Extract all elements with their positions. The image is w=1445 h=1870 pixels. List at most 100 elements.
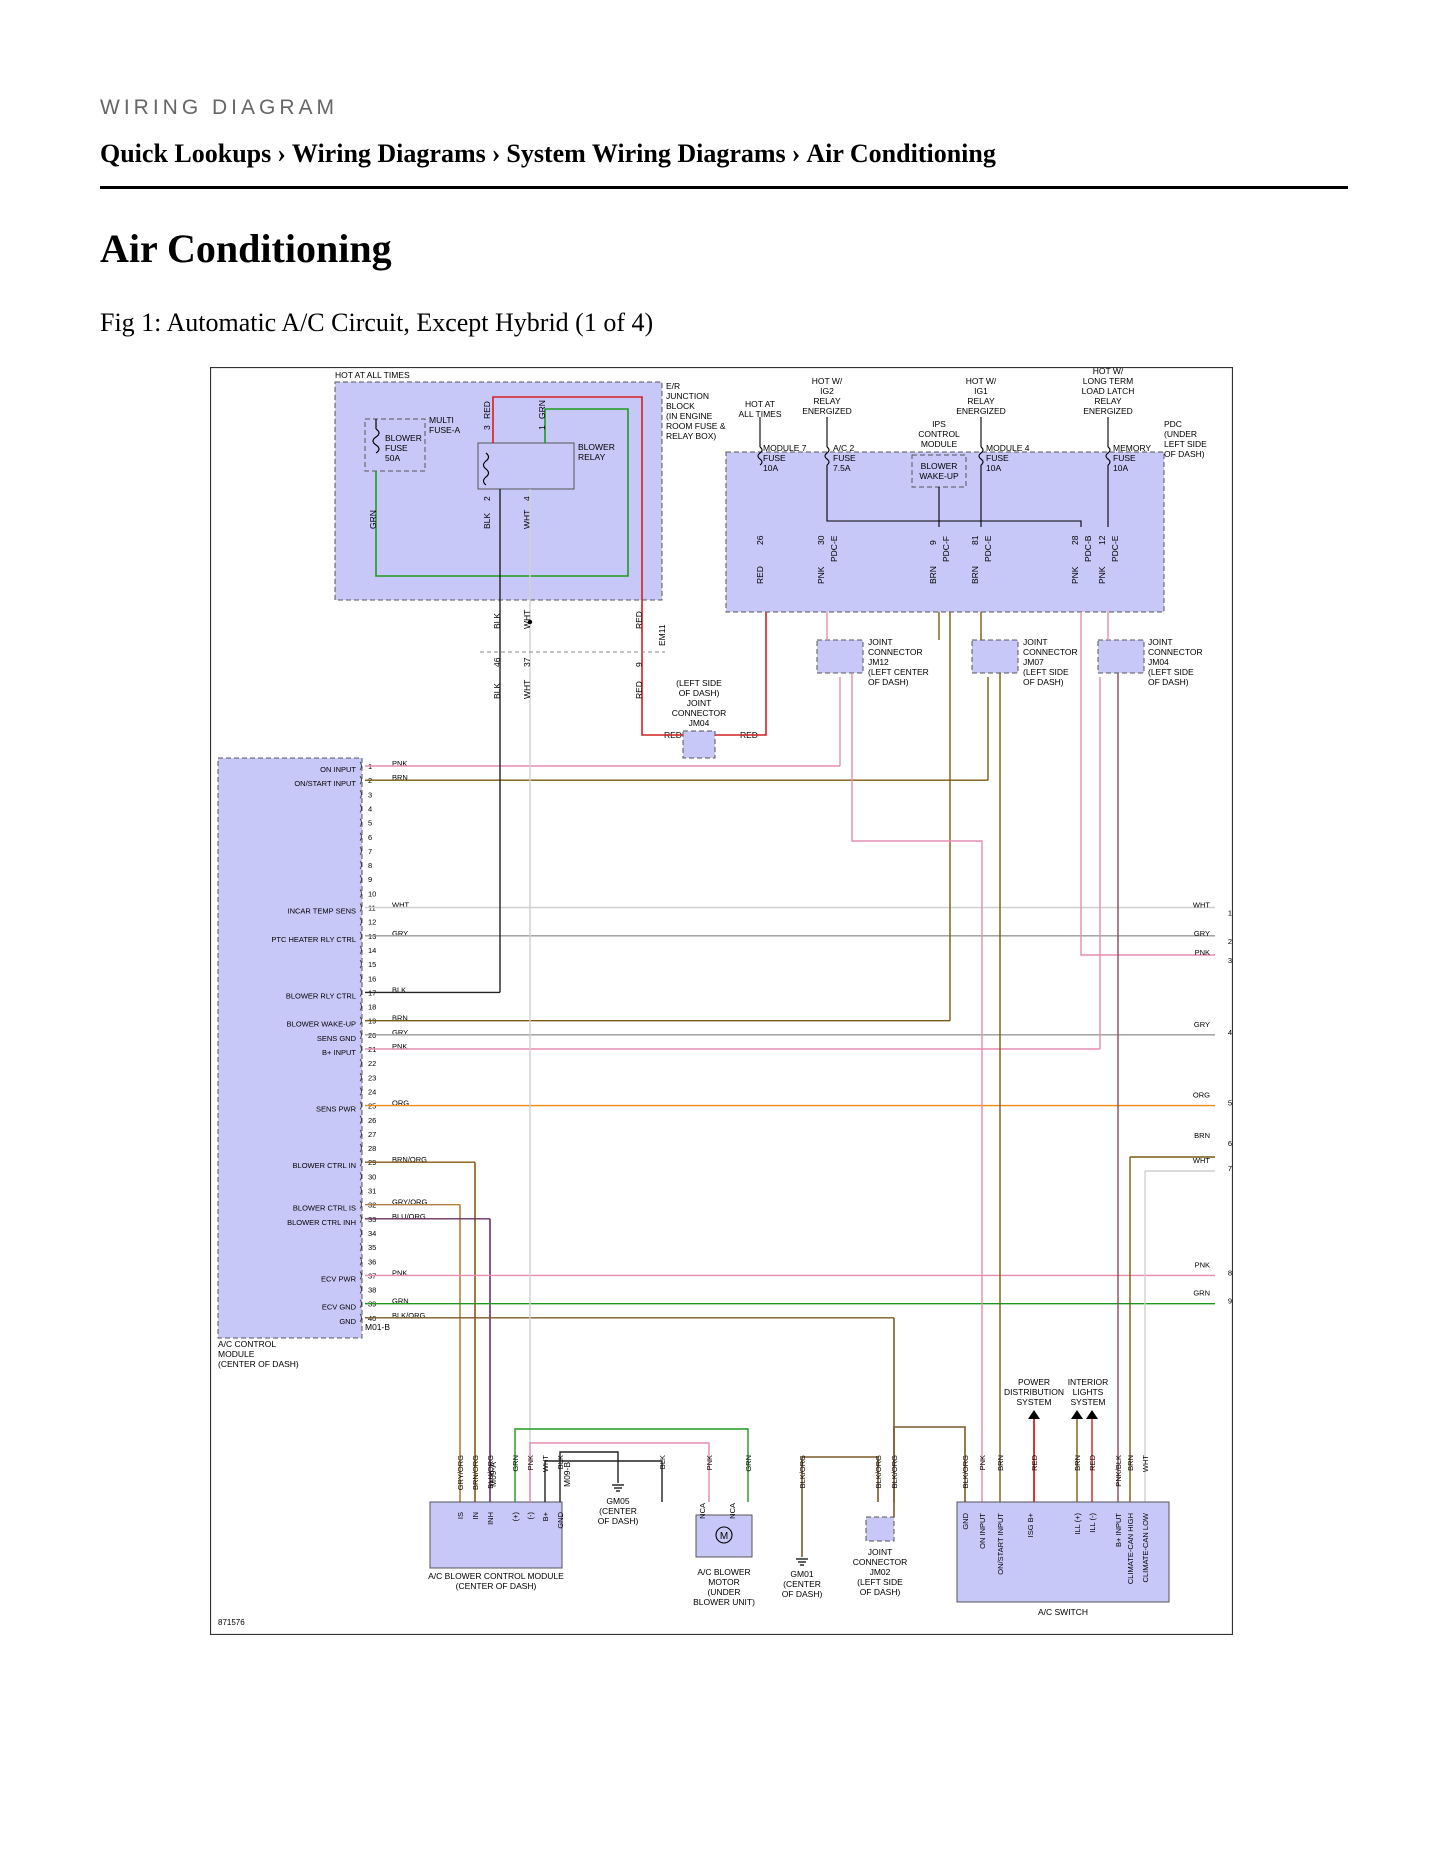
module7-fuse-label: 10A (763, 463, 778, 473)
figure-caption: Fig 1: Automatic A/C Circuit, Except Hyb… (100, 308, 654, 337)
wire-color-label: BLK (492, 683, 502, 699)
hot-long-term-label: LOAD LATCH (1082, 386, 1135, 396)
breadcrumb-wiring-diagrams[interactable]: Wiring Diagrams (291, 139, 486, 168)
wire-color-label: BLK (556, 1455, 565, 1469)
wire-color-label: PNK (1195, 1260, 1210, 1269)
ips-control-label: CONTROL (918, 429, 960, 439)
page-kicker: WIRING DIAGRAM (100, 96, 338, 119)
wire-color-label: ORG (392, 1099, 409, 1108)
hot-at-all-times-label: HOT AT (745, 399, 775, 409)
ac2-fuse-label: 7.5A (833, 463, 851, 473)
blower-fuse-label: BLOWER (385, 433, 422, 443)
jm12-label: (LEFT CENTER (868, 667, 929, 677)
blower-control-module (429, 1501, 563, 1569)
breadcrumb-quick-lookups[interactable]: Quick Lookups (100, 139, 272, 168)
pin-number: 38 (368, 1286, 376, 1295)
jm04-label: CONNECTOR (1148, 647, 1203, 657)
pin-number: 1 (537, 425, 547, 430)
pin-terminal (359, 1257, 362, 1266)
ips-control-label: MODULE (921, 439, 958, 449)
memory-fuse-label: MEMORY (1113, 443, 1151, 453)
pin-terminal (359, 917, 362, 926)
module4-fuse-label: MODULE 4 (986, 443, 1030, 453)
er-junction-label: ROOM FUSE & (666, 421, 726, 431)
wire-color-label: WHT (522, 610, 532, 629)
module-pin-label: BLOWER RLY CTRL (286, 991, 356, 1000)
er-junction-label: RELAY BOX) (666, 431, 716, 441)
ac2-fuse-label: A/C 2 (833, 443, 855, 453)
pin-terminal (359, 1016, 362, 1025)
exit-number: 3 (1228, 956, 1232, 965)
blower-module-pin-label: GND (556, 1511, 565, 1528)
joint-connector-jm12 (816, 639, 864, 674)
jm12-label: CONNECTOR (868, 647, 923, 657)
connector-label: PDC-E (983, 535, 993, 562)
wire-color-label: PNK (392, 1268, 407, 1277)
blower-wakeup-label: BLOWER (921, 461, 958, 471)
pin-number: 3 (368, 790, 372, 799)
wire-color-label: RED (755, 566, 765, 584)
wire-color-label: GRY (1194, 929, 1210, 938)
blower-relay-box (477, 442, 575, 490)
connector-label: PDC-B (1083, 535, 1093, 562)
pin-terminal (359, 1044, 362, 1054)
pin-terminal (359, 1115, 362, 1124)
memory-fuse-label: 10A (1113, 463, 1128, 473)
wire-color-label: BRN (1194, 1131, 1210, 1140)
blower-control-module-label: A/C BLOWER CONTROL MODULE (428, 1571, 564, 1581)
pin-number: 46 (492, 657, 502, 667)
module-pin-label: ECV GND (322, 1303, 357, 1312)
hot-ig2-label: RELAY (813, 396, 841, 406)
hot-ig1-label: RELAY (967, 396, 995, 406)
blower-module-pin-label: IN (471, 1512, 480, 1520)
gm01-label: (CENTER (783, 1579, 821, 1589)
page-title: Air Conditioning (100, 226, 392, 271)
wire-color-label: BLK (482, 513, 492, 529)
pin-terminal (359, 1242, 362, 1252)
wire-color-label: BLU/ORG (486, 1455, 495, 1489)
hot-at-all-times-label: HOT AT ALL TIMES (335, 370, 410, 380)
wire-color-label: PNK (392, 759, 407, 768)
jm07-label: (LEFT SIDE (1023, 667, 1069, 677)
connector-label: EM11 (657, 624, 667, 646)
exit-number: 7 (1228, 1164, 1232, 1173)
blower-fuse-label: 50A (385, 453, 400, 463)
ac-control-module (217, 757, 363, 1339)
pin-number: 30 (368, 1172, 376, 1181)
ac-switch-pin-label: CLIMATE-CAN HIGH (1126, 1513, 1135, 1584)
wire-color-label: PNK (705, 1455, 714, 1470)
wire-color-label: WHT (541, 1455, 550, 1472)
module-pin-label: ECV PWR (321, 1274, 357, 1283)
pin-number: 10 (368, 889, 376, 898)
blower-fuse-label: FUSE (385, 443, 408, 453)
connector-label: M09-A (488, 1462, 498, 1487)
wire-color-label: BLU/ORG (392, 1212, 426, 1221)
module-pin-label: ON INPUT (320, 765, 356, 774)
exit-number: 2 (1228, 937, 1232, 946)
hot-at-all-times-label: ALL TIMES (739, 409, 782, 419)
breadcrumb-air-conditioning[interactable]: Air Conditioning (806, 139, 996, 168)
pin-number: 23 (368, 1073, 376, 1082)
hot-ig2-label: HOT W/ (812, 376, 843, 386)
pin-terminal (359, 1214, 362, 1224)
figure-number: 871576 (218, 1618, 245, 1627)
jm12-label: JOINT (868, 637, 893, 647)
wire-color-label: GRN (744, 1455, 753, 1472)
wire-color-label: BRN (1073, 1455, 1082, 1471)
pin-terminal (359, 959, 362, 969)
pin-terminal (359, 1143, 362, 1153)
pin-terminal (359, 860, 362, 870)
wire-color-label: GRN (368, 510, 378, 529)
breadcrumb-system-wiring-diagrams[interactable]: System Wiring Diagrams (506, 139, 786, 168)
wire-color-label: RED (482, 401, 492, 419)
pin-terminal (359, 1228, 362, 1238)
wire-color-label: BRN (392, 1014, 408, 1023)
wire-color-label: BRN/ORG (471, 1455, 480, 1490)
pin-number: 26 (755, 535, 765, 545)
module-pin-label: BLOWER CTRL IN (293, 1161, 356, 1170)
pin-terminal (359, 804, 362, 813)
pin-number: 4 (522, 496, 532, 501)
jm07-label: OF DASH) (1023, 677, 1064, 687)
module-pin-label: SENS PWR (316, 1105, 357, 1114)
